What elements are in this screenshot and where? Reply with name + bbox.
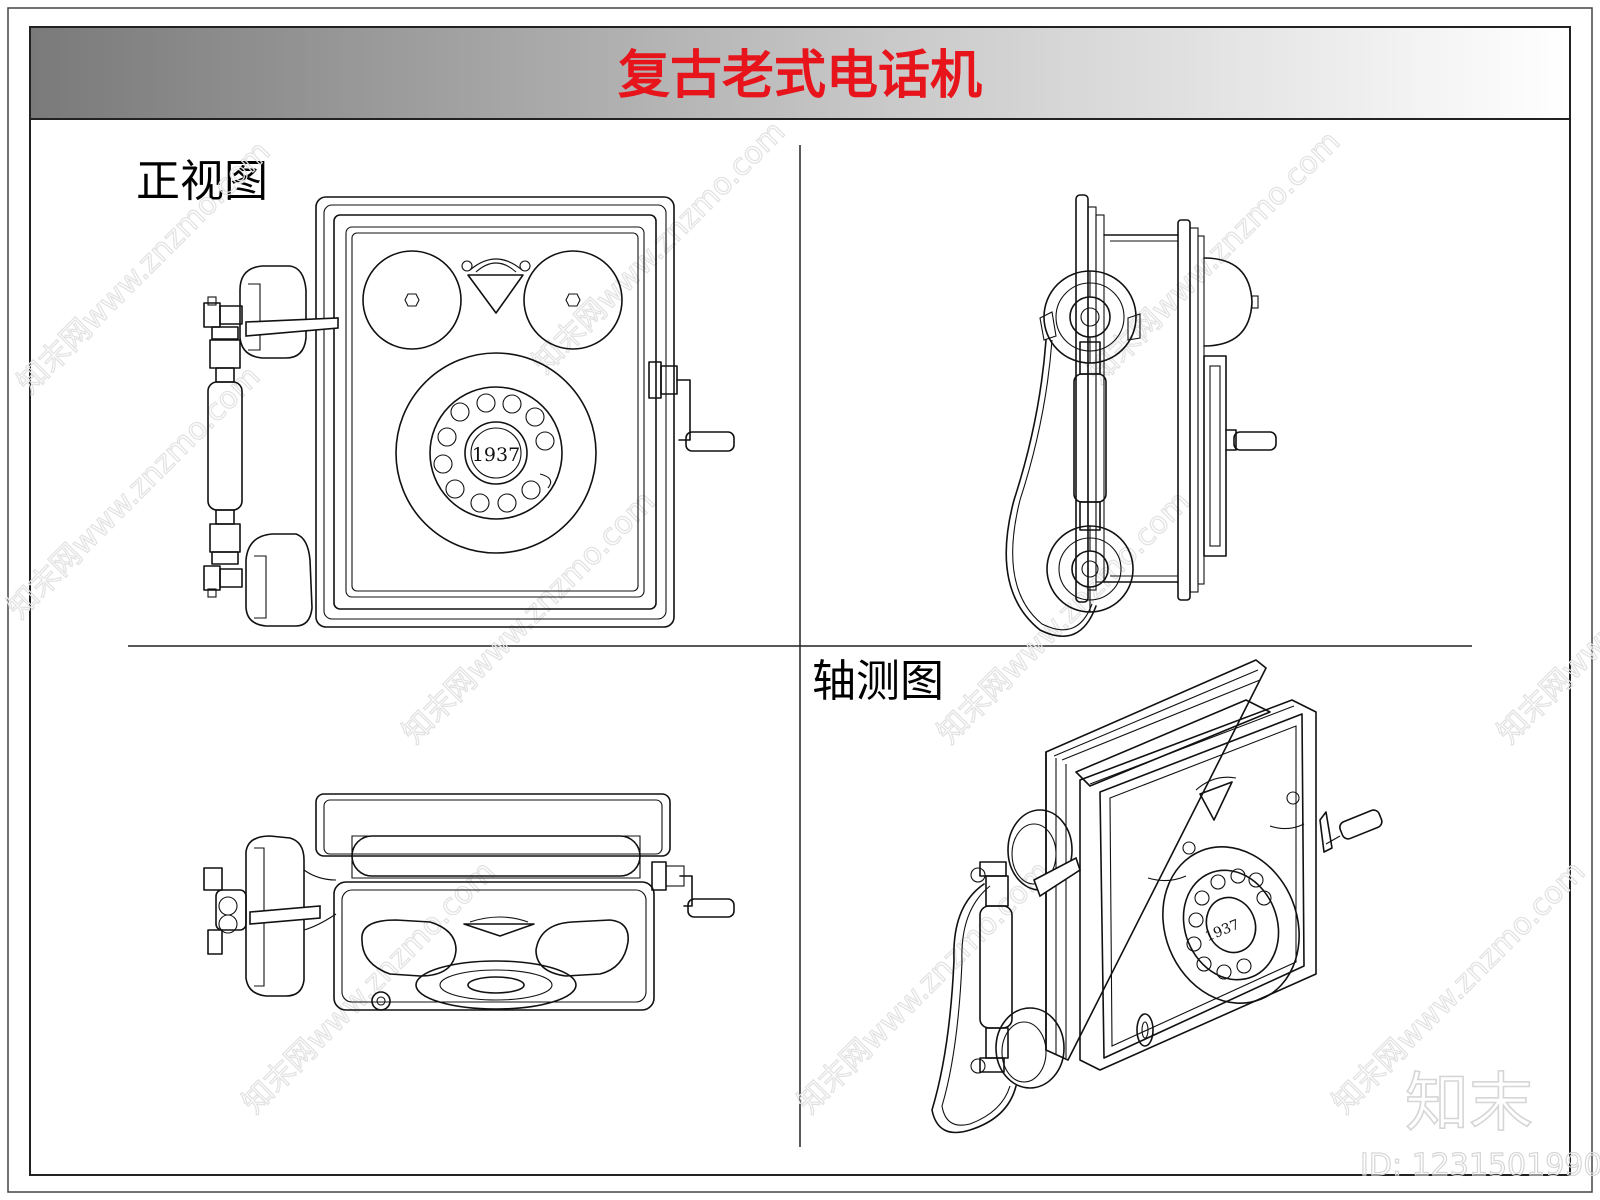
id-watermark: ID: 1231501990 <box>1360 1148 1600 1183</box>
brand-watermark: 知末 <box>1405 1067 1533 1141</box>
page-title: 复古老式电话机 <box>618 46 982 106</box>
inner-frame <box>29 26 1571 1176</box>
axonometric-view-drawing: 1937 <box>931 659 1383 1134</box>
watermark-text: 知末网www.znzmo.com <box>931 484 1197 750</box>
watermark-text: 知末网www.znzmo.com <box>396 484 662 750</box>
watermark-text: 知末网www.znzmo.com <box>1491 484 1600 750</box>
front-view-drawing: 1937 <box>203 196 735 628</box>
title-bar <box>31 28 1569 119</box>
watermark-text: 知末网www.znzmo.com <box>236 854 502 1120</box>
side-view-drawing <box>1005 194 1277 638</box>
watermark-text: 知末网www.znzmo.com <box>1 359 267 625</box>
top-view-drawing <box>203 793 735 1011</box>
axo-dial-label: 1937 <box>1203 917 1242 945</box>
dial-label: 1937 <box>472 444 520 466</box>
front-view-label: 正视图 <box>136 156 268 207</box>
axonometric-view-label: 轴测图 <box>812 656 944 707</box>
watermark-text: 知末网www.znzmo.com <box>526 114 792 380</box>
outer-frame <box>7 7 1593 1193</box>
